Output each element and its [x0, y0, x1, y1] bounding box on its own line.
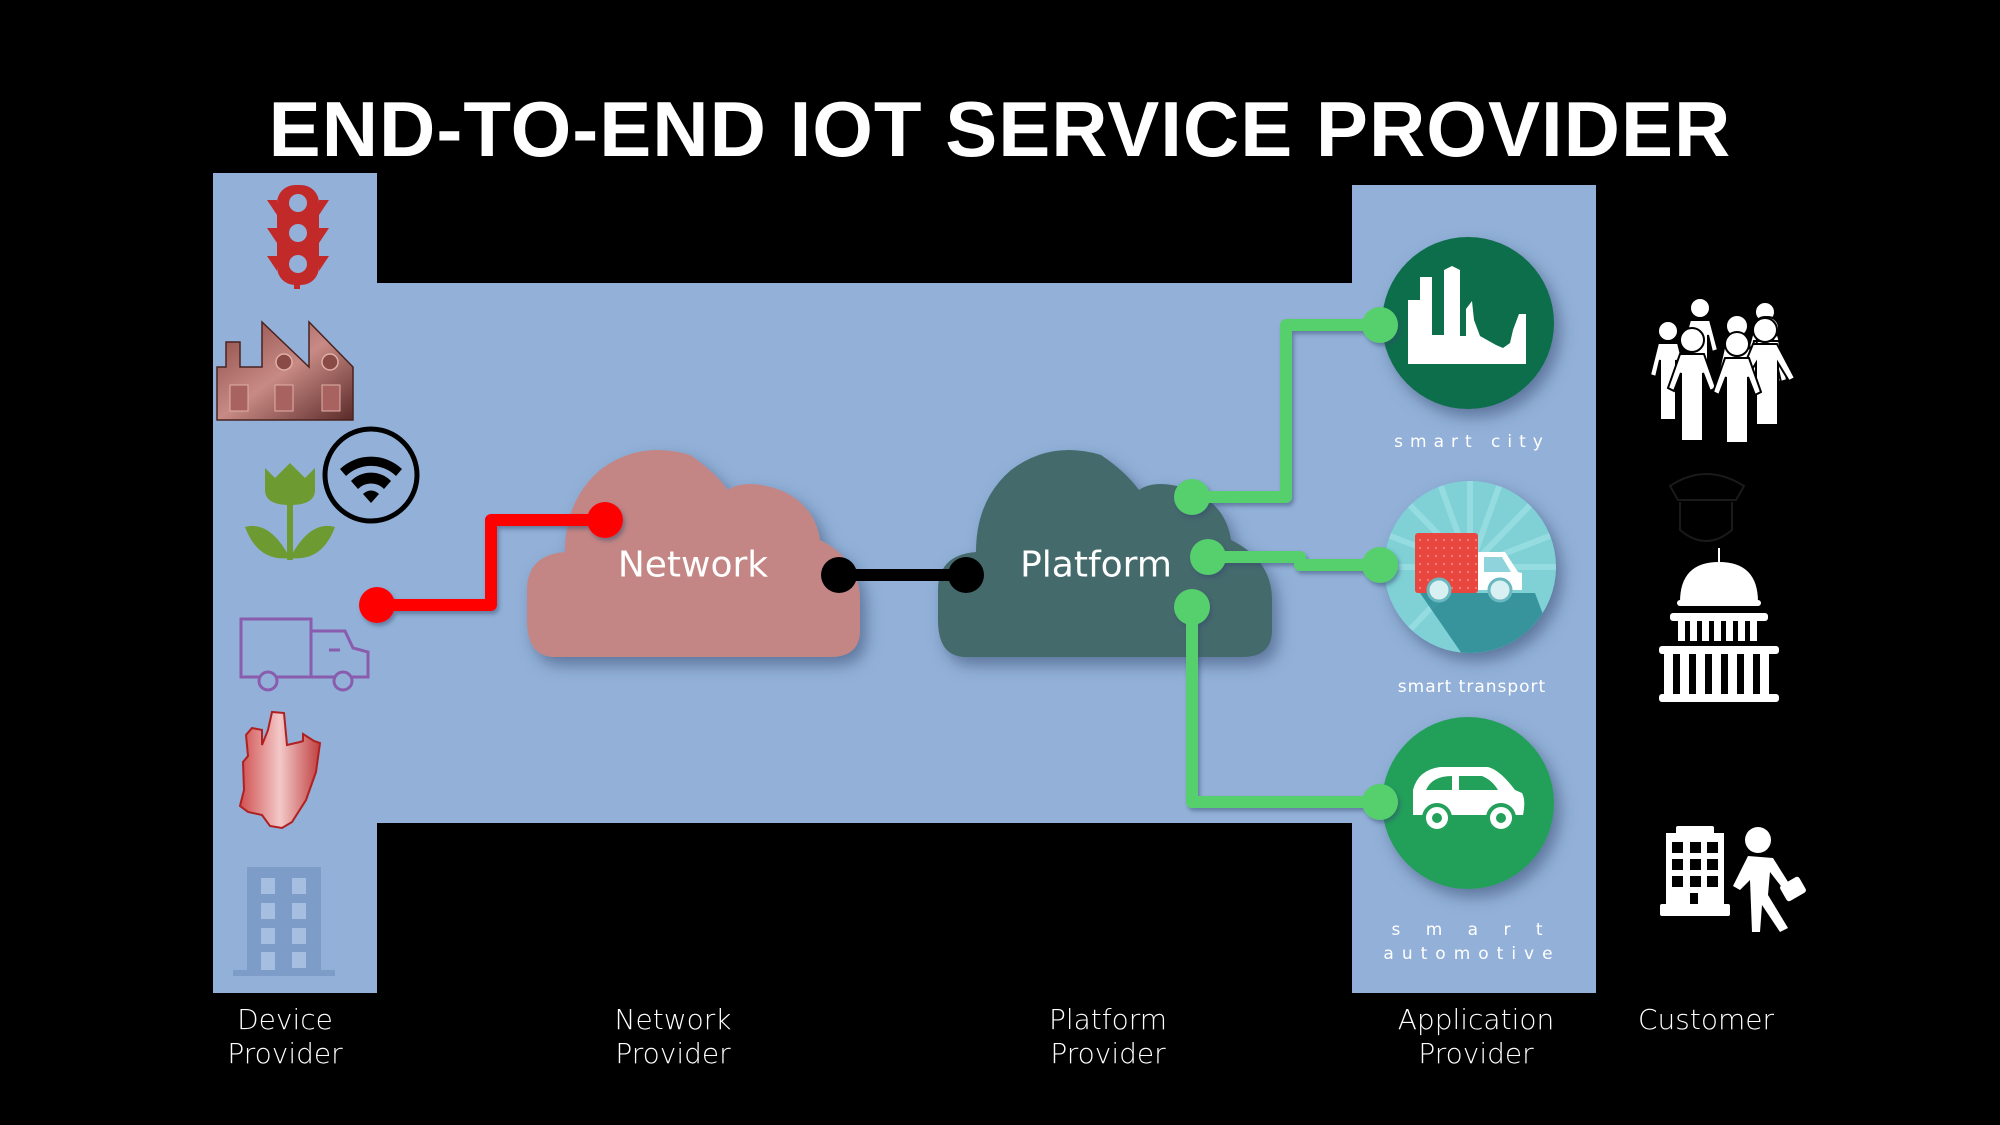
delivery-truck-icon — [1415, 533, 1522, 603]
city-skyline-icon — [1408, 266, 1526, 364]
device-provider-panel — [213, 173, 377, 993]
office-building-icon — [233, 867, 335, 976]
column-label-line1: Customer — [1637, 1003, 1775, 1036]
link-to-smart-automotive — [1186, 607, 1380, 808]
column-label-line1: Application — [1397, 1003, 1555, 1036]
smart-automotive-app — [1382, 717, 1554, 889]
column-label-line2: Provider — [1050, 1037, 1166, 1070]
column-label-line1: Platform — [1048, 1003, 1168, 1036]
column-label-application-provider: Application Provider — [1398, 1003, 1554, 1071]
smart-automotive-label-line2: automotive — [1383, 944, 1561, 964]
smart-transport-app — [1384, 481, 1556, 653]
column-label-line2: Provider — [615, 1037, 731, 1070]
device-link-start-node — [359, 587, 395, 623]
column-label-line1: Device — [237, 1003, 333, 1036]
car-icon — [1413, 767, 1525, 833]
government-capitol-icon — [1659, 548, 1779, 702]
tulip-plant-icon — [245, 463, 335, 560]
network-platform-link — [821, 557, 984, 593]
smart-city-app — [1382, 237, 1554, 409]
business-person-icon — [1660, 826, 1806, 932]
link-to-smart-city — [1192, 319, 1380, 503]
network-link-node — [821, 557, 857, 593]
traffic-light-icon — [267, 185, 329, 289]
column-label-line2: Provider — [1418, 1037, 1534, 1070]
device-link-end-node — [587, 502, 623, 538]
column-label-line2: Provider — [227, 1037, 343, 1070]
robotic-hand-icon — [238, 710, 322, 830]
column-label-device-provider: Device Provider — [227, 1003, 342, 1071]
wifi-icon — [322, 426, 420, 524]
link-to-smart-transport — [1208, 551, 1380, 571]
page-title: END-TO-END IOT SERVICE PROVIDER — [268, 85, 1732, 173]
network-cloud — [527, 450, 860, 657]
platform-cloud-label: Platform — [1020, 544, 1172, 586]
platform-link-node — [948, 557, 984, 593]
network-cloud-label: Network — [617, 544, 769, 586]
crowd-icon — [1648, 297, 1797, 444]
delivery-truck-outline-icon — [239, 617, 370, 692]
column-label-customer: Customer — [1638, 1003, 1774, 1037]
smart-transport-label: smart transport — [1397, 677, 1547, 697]
factory-icon — [216, 320, 354, 421]
device-network-link — [359, 502, 623, 623]
police-officer-icon — [1668, 473, 1746, 542]
column-label-network-provider: Network Provider — [615, 1003, 732, 1071]
platform-app-links — [1174, 307, 1398, 820]
column-label-platform-provider: Platform Provider — [1049, 1003, 1167, 1071]
column-label-line1: Network — [614, 1003, 732, 1036]
smart-automotive-label-line1: s m a r t — [1391, 920, 1553, 940]
smart-city-label: smart city — [1394, 432, 1550, 452]
